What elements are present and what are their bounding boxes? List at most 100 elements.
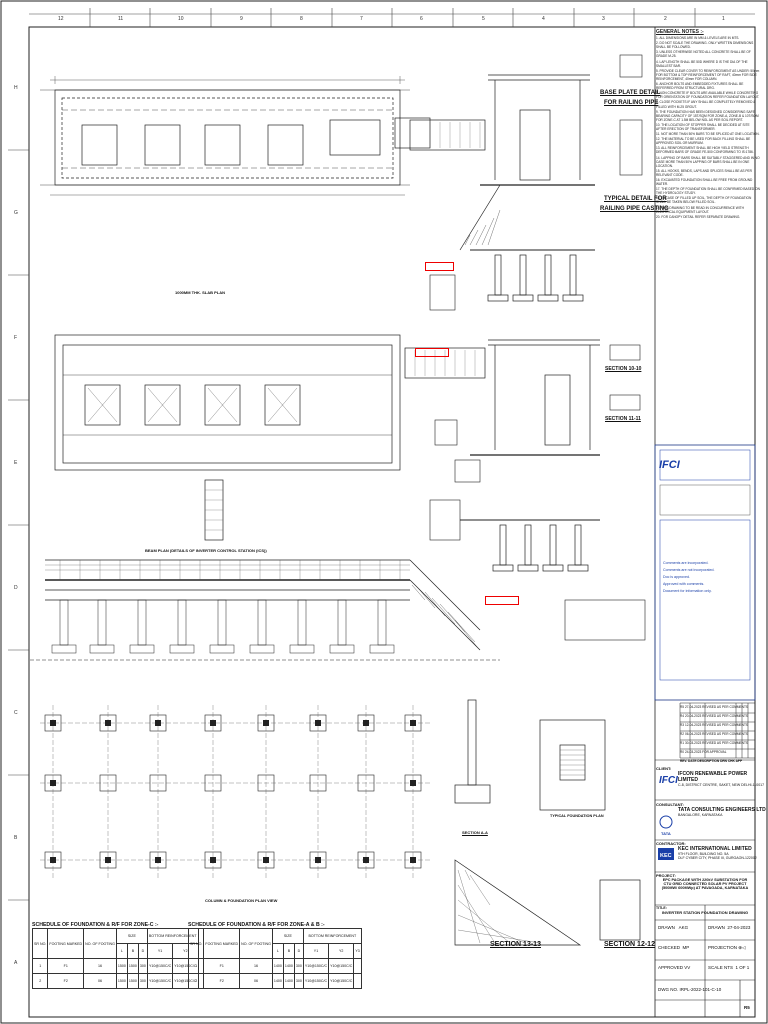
rev-date: 24-03-2023 [684,750,702,754]
cell: 1400 [271,958,284,974]
note: 8. CLOSE POCKETS IF ANY SHALL BE COMPLET… [656,100,756,109]
note: 12. THE MATERIAL TO BE USED FOR BACK FIL… [656,137,751,146]
svg-text:KEC: KEC [660,853,672,859]
rev-code: R4 [680,714,685,718]
rev-header-desc: DESCRIPTION [697,759,720,763]
cell: 300 [137,973,148,989]
red-callout-3 [485,596,519,605]
consultant-name: TATA CONSULTING ENGINEERS LTD [678,807,766,813]
dwg-label: DWG NO. [658,987,679,992]
cell: 300 [293,973,304,989]
col-header: Y1 [146,943,174,959]
review-stamp: Comments are incorporated. Comments are … [663,560,751,595]
grid-row-c: C [14,710,18,716]
stamp-line: Comments are incorporated. [663,561,709,565]
grid-row-e: E [14,460,18,466]
schedule-zone-ab: SCHEDULE OF FOUNDATION & R/F FOR ZONE-A … [187,922,362,989]
approved-value: VV [684,965,691,970]
cell: 1500 [115,958,128,974]
note: 20. FOR CANOPY DETAIL REFER SEPARATE DRA… [656,214,741,219]
section-13-title: SECTION 13-13 [490,941,541,948]
typical-detail-subtitle: RAILING PIPE CASTING [600,206,669,212]
col-header: NO. OF FOOTING [83,928,117,959]
scale: SCALE NTS 1 OF 1 [708,965,749,970]
cell: 2 [31,973,49,989]
col-header: BOTTOM REINFORCEMENT [302,928,362,944]
rev-desc: REVISED AS PER COMMENTS [702,732,749,736]
cell: 1 [31,958,49,974]
col-header: Y1 [302,943,330,959]
note: 7. NON CONCRETE IF BOLTS ARE AVAILABLE W… [656,91,760,100]
consultant-block: CONSULTANT: TATA CONSULTING ENGINEERS LT… [656,802,766,817]
cell: F1 [203,958,241,974]
project-label: PROJECT: [656,873,676,878]
sheet-value: 1 OF 1 [735,965,750,970]
table-row: 1 F1 16 1500 1500 300 Y10@150C/C Y10@150… [31,958,199,974]
cell: 1 [187,958,205,974]
col-header: SR NO. [187,928,205,959]
note: 15. ALL HOOKS, BENDS, LAPS AND SPLICES S… [656,168,752,177]
cell: Y10@150C/C [328,958,355,974]
rev-header-chk: CHK [727,759,735,763]
note: 14. LAPPING OF BARS SHALL BE SUITABLY ST… [656,155,760,168]
tata-logo: TATA [659,815,673,836]
note: 10. THE LOCATION OF STOPPER SHALL BE DEC… [656,122,750,131]
beam-plan-title: BEAM PLAN (DETAILS OF INVERTER CONTROL S… [145,548,267,553]
table-row: 2 F2 06 1400 1400 300 Y10@150C/C Y10@150… [187,973,362,989]
client-block: CLIENT: IFCON RENEWABLE POWER LIMITED C-… [656,766,768,787]
client-name: IFCON RENEWABLE POWER LIMITED [678,771,748,783]
stamp-line: Doc is approved. [663,575,690,579]
grid-row-h: H [14,85,18,91]
drawn-by: DRAWN AKG [658,925,688,930]
contractor-address-2: DLF CYBER CITY, PHASE III, GURGAON-12200… [678,856,757,860]
cell: 300 [137,958,148,974]
stamp-line: Comments are not incorporated. [663,568,715,572]
cell [353,973,362,989]
rev-date: 27-04-2023 [684,705,702,709]
grid-col-3: 3 [602,16,605,22]
schedule-zone-ab-title: SCHEDULE OF FOUNDATION & R/F FOR ZONE-A … [188,922,325,928]
title-label: TITLE: [656,906,667,910]
revision-row: R4 20-04-2023 REVISED AS PER COMMENTS [680,714,748,718]
grid-col-7: 7 [360,16,363,22]
cell: 2 [187,973,205,989]
svg-text:IFCI: IFCI [659,459,681,471]
col-header: FOOTING MARKED [47,928,85,959]
section-12-title: SECTION 12-12 [604,941,655,948]
grid-row-g: G [14,210,18,216]
cell: 16 [83,958,117,974]
revision-row: R0 24-03-2023 FOR APPROVAL [680,750,727,754]
grid-row-d: D [14,585,18,591]
svg-text:TATA: TATA [661,831,671,836]
revision-row: R2 06-04-2023 REVISED AS PER COMMENTS [680,732,748,736]
revision-header: REV. DATE DESCRIPTION DRN CHK APP [680,759,742,763]
cell: Y10@150C/C [302,958,330,974]
cell: Y10@150C/C [146,973,174,989]
rev-desc: REVISED AS PER COMMENTS [702,714,749,718]
cell: Y10@150C/C [328,973,355,989]
cell: 1500 [126,958,139,974]
project-line-2: CTU GRID CONNECTED SOLAR PV PROJECT [663,882,747,886]
col-header: Y3 [353,943,362,959]
cell: F2 [47,973,85,989]
rev-code: R3 [680,723,685,727]
scale-label: SCALE [708,965,723,970]
client-logo: IFCI [659,775,678,786]
schedule-zone-c-title: SCHEDULE OF FOUNDATION & R/F FOR ZONE-C … [32,922,159,928]
project-line-3: (500MW/ 600MWp) AT PAVAGADA, KARNATAKA [661,886,749,890]
cell: 1400 [282,973,295,989]
note: 2. DO NOT SCALE THE DRAWING. ONLY WRITTE… [656,41,754,50]
revision-row: R5 27-04-2023 REVISED AS PER COMMENTS [680,705,748,709]
rev-date: 20-04-2023 [684,714,702,718]
revision-number: R5 [744,1005,750,1010]
col-header: SR NO. [31,928,49,959]
cell: Y10@150C/C [302,973,330,989]
approved-label: APPROVED [658,965,684,970]
grid-row-f: F [14,335,18,341]
note: 16. EXCAVATED FOUNDATION SHALL BE FREE F… [656,178,753,187]
column-plan-title: COLUMN & FOUNDATION PLAN VIEW [205,898,278,903]
rev-code: R5 [680,705,685,709]
base-plate-title: BASE PLATE DETAIL [600,90,661,96]
